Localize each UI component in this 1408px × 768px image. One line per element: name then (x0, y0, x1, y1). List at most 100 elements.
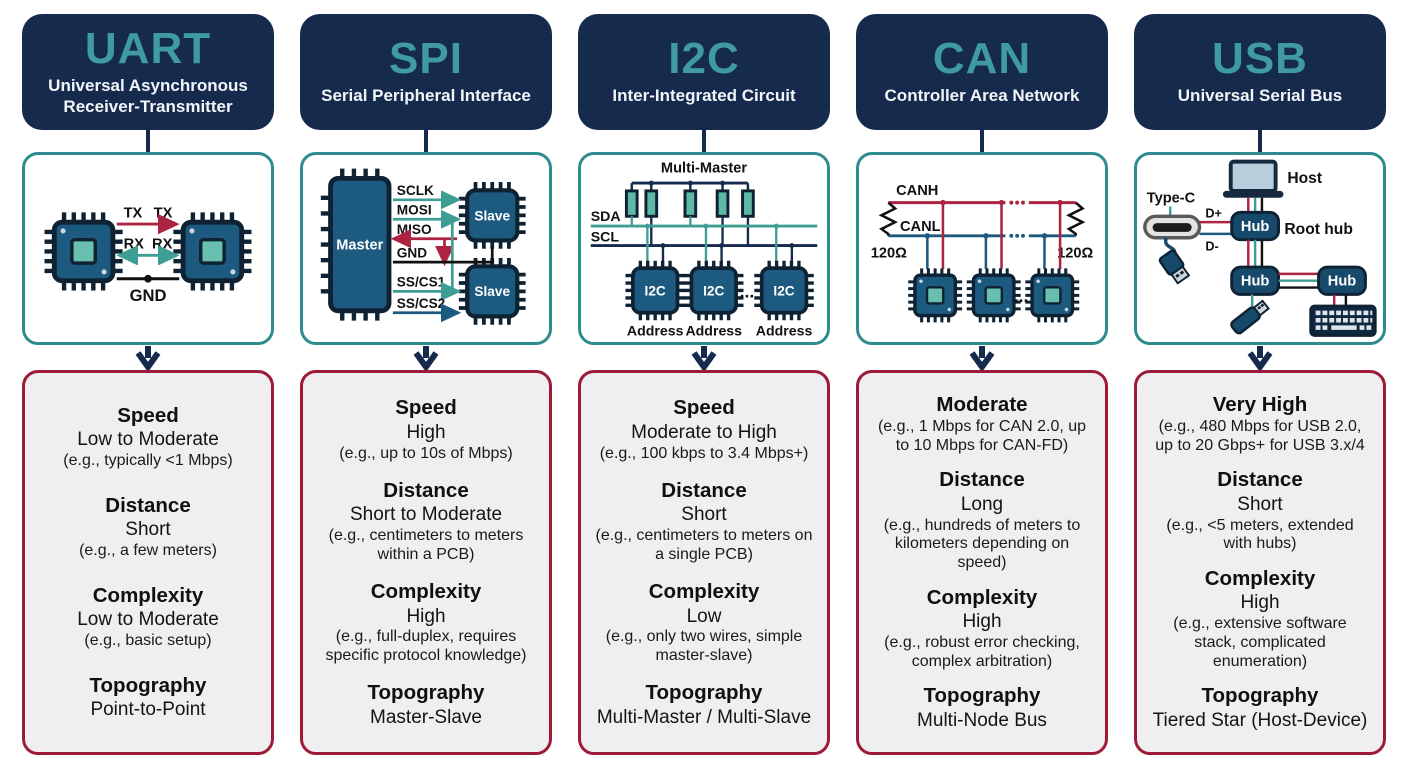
arrow-wrap (969, 345, 995, 370)
miso-label: MISO (397, 222, 432, 237)
spec-value: High (406, 605, 446, 627)
spec-label: Speed (395, 396, 457, 420)
spec-value: Point-to-Point (90, 699, 206, 721)
uart-header-card: UART Universal Asynchronous Receiver-Tra… (22, 14, 274, 130)
gnd-label: GND (130, 286, 167, 305)
connector-line (980, 130, 984, 152)
spec-section-speed: Speed Low to Moderate (e.g., typically <… (39, 404, 257, 471)
canh-label: CANH (896, 183, 938, 199)
spec-section-topography: Topography Multi-Node Bus (873, 684, 1091, 731)
tx-label-right: TX (154, 205, 173, 221)
arrow-wrap (691, 345, 717, 370)
protocol-subtitle: Serial Peripheral Interface (321, 86, 531, 106)
column-usb: USB Universal Serial Bus Host Type-C (1134, 14, 1386, 755)
column-uart: UART Universal Asynchronous Receiver-Tra… (22, 14, 274, 755)
spec-label: Speed (673, 396, 735, 420)
protocol-subtitle: Universal Asynchronous Receiver-Transmit… (48, 76, 248, 116)
i2c-device-chip-icon: I2C (682, 259, 745, 322)
spec-label: Distance (1217, 468, 1303, 492)
spec-example: (e.g., full-duplex, requires specific pr… (325, 628, 527, 665)
protocol-subtitle: Inter-Integrated Circuit (612, 86, 796, 106)
usb-diagram: Host Type-C D+ D- (1143, 159, 1377, 337)
spec-section-speed: Speed High (e.g., up to 10s of Mbps) (317, 396, 535, 463)
spec-section-topography: Topography Tiered Star (Host-Device) (1151, 684, 1369, 731)
can-node-chip-icon (965, 267, 1023, 324)
spec-value: Low to Moderate (77, 429, 219, 451)
hub-label: Hub (1328, 274, 1356, 290)
protocol-subtitle: Controller Area Network (884, 86, 1080, 106)
spec-section-topography: Topography Master-Slave (317, 681, 535, 728)
protocol-title: UART (84, 24, 212, 74)
can-header-card: CAN Controller Area Network (856, 14, 1108, 130)
spec-section-complexity: Complexity Low to Moderate (e.g., basic … (39, 584, 257, 651)
spec-value: Short (681, 504, 727, 526)
protocol-title: USB (1212, 34, 1308, 84)
uart-diagram-card: TX TX RX RX GND (22, 152, 274, 345)
down-arrow-icon (413, 345, 439, 370)
spi-header-card: SPI Serial Peripheral Interface (300, 14, 552, 130)
spec-section-complexity: Complexity High (e.g., robust error chec… (873, 586, 1091, 672)
ellipsis: ... (740, 281, 755, 301)
spec-label: Complexity (648, 580, 760, 603)
spec-section-complexity: Complexity High (e.g., extensive softwar… (1151, 567, 1369, 672)
spec-label: Complexity (1204, 566, 1316, 590)
type-c-label: Type-C (1147, 191, 1196, 207)
pullup-stub-wires (630, 183, 750, 191)
spec-example: (e.g., hundreds of meters to kilometers … (883, 516, 1081, 572)
spec-section-complexity: Complexity High (e.g., full-duplex, requ… (317, 580, 535, 666)
pullup-resistor-icons (624, 189, 755, 218)
svg-text:I2C: I2C (703, 283, 724, 298)
usb-diagram-card: Host Type-C D+ D- (1134, 152, 1386, 345)
root-hub-label: Root hub (1284, 221, 1352, 238)
spec-section-distance: Distance Short (e.g., a few meters) (39, 494, 257, 561)
canl-label: CANL (900, 219, 941, 235)
slave1-chip-icon: Slave (459, 182, 526, 249)
tx-label-left: TX (124, 205, 143, 221)
i2c-device-chip-icon: I2C (752, 259, 816, 322)
spec-section-complexity: Complexity Low (e.g., only two wires, si… (595, 580, 813, 666)
connector-line (702, 130, 706, 152)
down-arrow-icon (135, 345, 161, 370)
spec-value: Short (1237, 493, 1283, 515)
spec-label: Topography (923, 684, 1041, 708)
connector-line (424, 130, 428, 152)
gnd-label: GND (397, 245, 427, 260)
spec-value: Long (960, 493, 1004, 515)
hub2-box: Hub (1230, 265, 1281, 296)
resistor-scl-stubs (650, 216, 750, 246)
gnd-junction-dot (144, 274, 152, 283)
column-can: CAN Controller Area Network CANH CANL 12… (856, 14, 1108, 755)
type-c-connector-icon (1143, 214, 1202, 240)
protocol-title: I2C (668, 34, 740, 84)
termination-resistor-icon (1066, 201, 1086, 236)
connector-line (146, 130, 150, 152)
uart-diagram: TX TX RX RX GND (25, 205, 271, 305)
spec-label: Complexity (370, 580, 482, 603)
spec-value: Multi-Master / Multi-Slave (596, 706, 812, 728)
spec-label: Speed (117, 403, 179, 427)
spec-example: (e.g., 100 kbps to 3.4 Mbps+) (599, 444, 809, 462)
svg-text:I2C: I2C (773, 283, 794, 298)
multi-master-label: Multi-Master (661, 160, 747, 176)
rx-label-right: RX (152, 237, 173, 253)
spec-label: Moderate (936, 393, 1028, 417)
spi-diagram: Master Slave Slave SCLK MOSI MISO GN (320, 168, 549, 342)
arrow-wrap (135, 345, 161, 370)
spec-label: Very High (1212, 393, 1308, 417)
column-i2c: I2C Inter-Integrated Circuit Multi-Maste… (578, 14, 830, 755)
keyboard-icon (1309, 304, 1377, 337)
spec-example: (e.g., typically <1 Mbps) (63, 452, 233, 470)
spi-specs-card: Speed High (e.g., up to 10s of Mbps) Dis… (300, 370, 552, 755)
spec-value: Tiered Star (Host-Device) (1152, 709, 1368, 731)
can-diagram-card: CANH CANL 120Ω 120Ω ... (856, 152, 1108, 345)
spec-value: High (1240, 592, 1280, 614)
mosi-label: MOSI (397, 202, 432, 217)
spec-label: Distance (105, 493, 191, 517)
spec-value: Short (125, 519, 171, 541)
spec-value: Short to Moderate (349, 504, 503, 526)
master-label: Master (336, 237, 383, 253)
spec-section-distance: Distance Short (e.g., <5 meters, extende… (1151, 468, 1369, 554)
laptop-icon (1222, 159, 1284, 198)
i2c-diagram-card: Multi-Master SDA SCL (578, 152, 830, 345)
